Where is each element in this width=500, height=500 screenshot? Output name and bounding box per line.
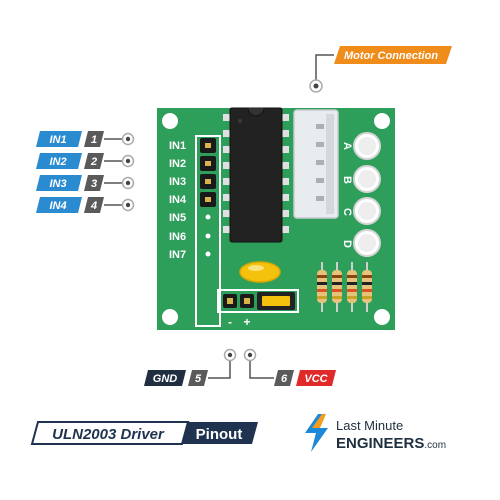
header-pad xyxy=(205,214,211,220)
mounting-hole-icon xyxy=(374,113,390,129)
header-labels: IN1 IN2 IN3 IN4 IN5 IN6 IN7 xyxy=(169,140,187,261)
motor-connection-line xyxy=(315,54,334,84)
pin-number: 3 xyxy=(91,178,97,190)
pin-number-tag xyxy=(188,370,208,386)
power-pin-labels: GND 5 6 VCC xyxy=(144,348,336,386)
pin-row-gnd: GND 5 xyxy=(144,348,237,386)
resistor xyxy=(347,262,357,312)
pin-row-in1: IN1 1 xyxy=(36,131,135,147)
mounting-hole-icon xyxy=(162,309,178,325)
lightning-bolt-icon xyxy=(305,414,328,452)
subtitle-box xyxy=(182,422,258,444)
pin-name-tag xyxy=(36,153,82,169)
header-label: IN5 xyxy=(169,212,186,224)
pin-number-tag xyxy=(84,197,104,213)
mounting-hole-icon xyxy=(374,309,390,325)
resistor xyxy=(317,262,327,312)
motor-connection-callout: Motor Connection xyxy=(309,46,452,93)
pin-leader-line xyxy=(208,360,231,379)
pin-number: 6 xyxy=(281,373,288,385)
leds xyxy=(353,132,381,257)
pin-number: 2 xyxy=(90,156,97,168)
pin-name: IN3 xyxy=(49,178,66,190)
pin-number: 1 xyxy=(91,134,97,146)
led-label: A xyxy=(341,142,353,150)
power-header-outline xyxy=(217,289,299,313)
pin-number-tag xyxy=(274,370,294,386)
ic-left-legs xyxy=(223,114,232,233)
motor-connection-tag xyxy=(334,46,452,64)
led-label: D xyxy=(341,240,353,248)
brand-line1: Last Minute xyxy=(336,418,403,433)
pin-row-in2: IN2 2 xyxy=(36,153,135,169)
led-label: C xyxy=(341,208,353,216)
pin-name: IN4 xyxy=(49,200,66,212)
pin-number: 4 xyxy=(90,200,97,212)
header-label: IN6 xyxy=(169,231,186,243)
uln2003-ic xyxy=(223,107,289,243)
led-label: B xyxy=(341,176,353,184)
header-pins xyxy=(200,138,216,257)
ic-body xyxy=(230,108,282,242)
header-label: IN2 xyxy=(169,158,186,170)
pin-number: 5 xyxy=(195,373,202,385)
brand-suffix: .com xyxy=(424,440,446,451)
power-plus-label: + xyxy=(243,315,250,329)
pin-row-in4: IN4 4 xyxy=(36,197,135,213)
led-labels: A B C D xyxy=(341,142,353,248)
ic-notch xyxy=(247,107,265,117)
brand-name: ENGINEERS xyxy=(336,435,424,452)
header-label: IN7 xyxy=(169,249,186,261)
motor-connection-label: Motor Connection xyxy=(344,50,438,62)
pin-header-outline xyxy=(195,135,221,327)
capacitor xyxy=(239,261,281,283)
pin-name-tag xyxy=(36,131,82,147)
footer-title-text: ULN2003 Driver xyxy=(52,426,165,443)
brand-logo: Last Minute ENGINEERS.com xyxy=(305,414,446,452)
header-label: IN3 xyxy=(169,176,186,188)
mounting-hole-icon xyxy=(162,113,178,129)
power-header: - + xyxy=(217,289,299,329)
pin-leader-line xyxy=(249,360,274,379)
pin-name: GND xyxy=(153,373,178,385)
header-pad xyxy=(205,233,211,239)
resistors xyxy=(317,262,372,312)
pin-number-tag xyxy=(84,153,104,169)
footer-title: ULN2003 Driver Pinout xyxy=(30,421,258,445)
header-label: IN1 xyxy=(169,140,186,152)
power-minus-label: - xyxy=(228,315,232,329)
resistor xyxy=(362,262,372,312)
footer-subtitle-text: Pinout xyxy=(196,426,243,443)
brand-line2: ENGINEERS.com xyxy=(336,435,446,452)
pin-name-tag xyxy=(296,370,336,386)
pin-name: VCC xyxy=(304,373,328,385)
resistor xyxy=(332,262,342,312)
pin-name: IN2 xyxy=(49,156,66,168)
motor-connector xyxy=(293,109,339,219)
pin-name: IN1 xyxy=(49,134,66,146)
pin-row-vcc: 6 VCC xyxy=(243,348,336,386)
header-pad xyxy=(205,251,211,257)
pin-number-tag xyxy=(84,175,104,191)
uln2003-board: IN1 IN2 IN3 IN4 IN5 IN6 IN7 xyxy=(157,107,395,330)
pin-name-tag xyxy=(36,197,82,213)
ic-right-legs xyxy=(280,114,289,233)
pin-name-tag xyxy=(144,370,186,386)
header-label: IN4 xyxy=(169,194,187,206)
input-pin-labels: IN1 1 IN2 2 IN3 3 xyxy=(36,131,135,213)
pin-number-tag xyxy=(84,131,104,147)
pin-name-tag xyxy=(36,175,82,191)
pin-row-in3: IN3 3 xyxy=(36,175,135,191)
